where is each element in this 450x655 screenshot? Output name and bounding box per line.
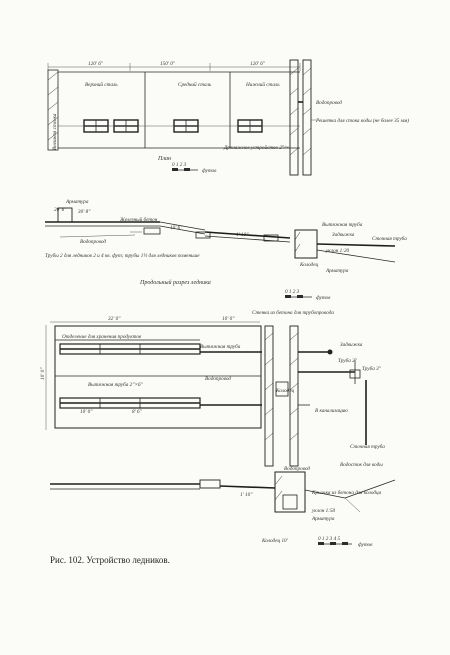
fittings-label: Арматура: [65, 199, 89, 205]
pipe-label-mid: Водопровод: [80, 238, 106, 245]
room-3: Нижний сталь: [245, 81, 280, 88]
middle-section: Арматура 20' 6" 30' 8" Железный бетон 10…: [45, 199, 407, 301]
bottom-dim-6: 1' 10": [240, 492, 253, 498]
bottom-dim-3: 10' 0": [40, 367, 46, 380]
middle-scale-unit: футов: [316, 294, 331, 301]
outer-wall-label: Внешняя стенка: [52, 113, 58, 150]
grate-label: Решетка для стока воды (не более 35 мм): [315, 117, 409, 124]
chimney-top-label: Вытяжная труба: [200, 343, 241, 350]
bottom-scale-ticks: 0 1 2 3 4 5: [318, 535, 340, 542]
top-plan: 120' 6" 150' 0" 120' 6" Внешняя стенка В…: [47, 59, 409, 176]
bottom-scale-unit: футов: [358, 541, 373, 548]
chimney-mid-label: Вытяжная труба 2"×6": [88, 381, 144, 388]
mid-dim-1: 20' 6": [54, 207, 67, 213]
mid-dim-3: 10' 6": [170, 225, 183, 231]
pipe-bottom-label: Водопровод: [284, 465, 310, 472]
big-cell-label: Отделение для хранения продуктов: [62, 333, 142, 340]
bottom-dim-2: 10' 0": [222, 316, 235, 322]
room-1: Верхний сталь: [85, 81, 118, 88]
note-bottom-label: Водосток для воды: [340, 461, 383, 468]
wall-top-label: Стенка из бетона для трубопровода: [252, 309, 334, 316]
mid-dim-2: 30' 8": [78, 209, 91, 215]
top-plan-title: План: [157, 156, 171, 162]
bottom-dim-4: 10' 0": [80, 409, 93, 415]
top-dim-2: 150' 0": [160, 61, 176, 67]
slope-label-mid: уклон 1:20: [325, 248, 350, 254]
valve-label: Задвижка: [332, 231, 355, 238]
valve-label-bottom: Задвижка: [340, 341, 363, 348]
middle-scale-bar: 0 1 2 3 футов: [285, 289, 331, 301]
outflow-label: Сточная труба: [372, 235, 407, 242]
concrete-label: Железный бетон: [119, 216, 158, 223]
bottom-plan: Стенка из бетона для трубопровода 32' 0"…: [40, 309, 396, 548]
bottom-mark: Колодец 10': [261, 537, 289, 544]
outflow-label-bottom: Сточная труба: [350, 443, 385, 450]
top-dim-1: 120' 6": [88, 61, 104, 67]
pipe-label-bottom: Водопровод: [205, 375, 231, 382]
bottom-dim-1: 32' 0": [108, 316, 121, 322]
chimney-label: Вытяжная труба: [322, 221, 363, 228]
drain-sewer-label: В канализацию: [315, 408, 348, 414]
top-scale-ticks: 0 1 2 3: [172, 162, 187, 168]
bottom-scale-bar: 0 1 2 3 4 5 футов: [318, 535, 373, 548]
pipe-label-top: Водопровод: [316, 99, 342, 106]
pipe-b-label: Труба 3": [362, 365, 382, 372]
mid-dim-4: 1' 10": [236, 232, 249, 238]
fittings-label-bottom: Арматура: [311, 516, 335, 522]
pipe-a-label: Труба 2": [338, 357, 358, 364]
top-scale-bar: 0 1 2 3 футов: [172, 162, 217, 174]
middle-scale-ticks: 0 1 2 3: [285, 289, 300, 295]
drain-label: Дренажное устройство 2°/∞: [223, 144, 289, 151]
room-2: Средний сталь: [178, 81, 212, 88]
figure-caption: Рис. 102. Устройство ледников.: [50, 555, 170, 565]
slope-label-bottom: уклон 1:50: [311, 508, 336, 514]
top-dim-3: 120' 6": [250, 61, 266, 67]
pit-label-mid: Колодец: [299, 261, 319, 268]
bottom-dim-5: 8' 6": [132, 409, 143, 415]
fittings-bottom-label: Арматура: [325, 268, 349, 274]
middle-title: Продольный разрез ледника: [139, 279, 211, 286]
pipes-note: Трубы 2 для ледников 2 и 4 кв. фут; труб…: [45, 252, 200, 259]
pit-label-bottom: Колодец: [275, 387, 295, 394]
detail-label: Крышка из бетона для колодца: [311, 489, 382, 496]
top-scale-unit: футов: [202, 167, 217, 174]
